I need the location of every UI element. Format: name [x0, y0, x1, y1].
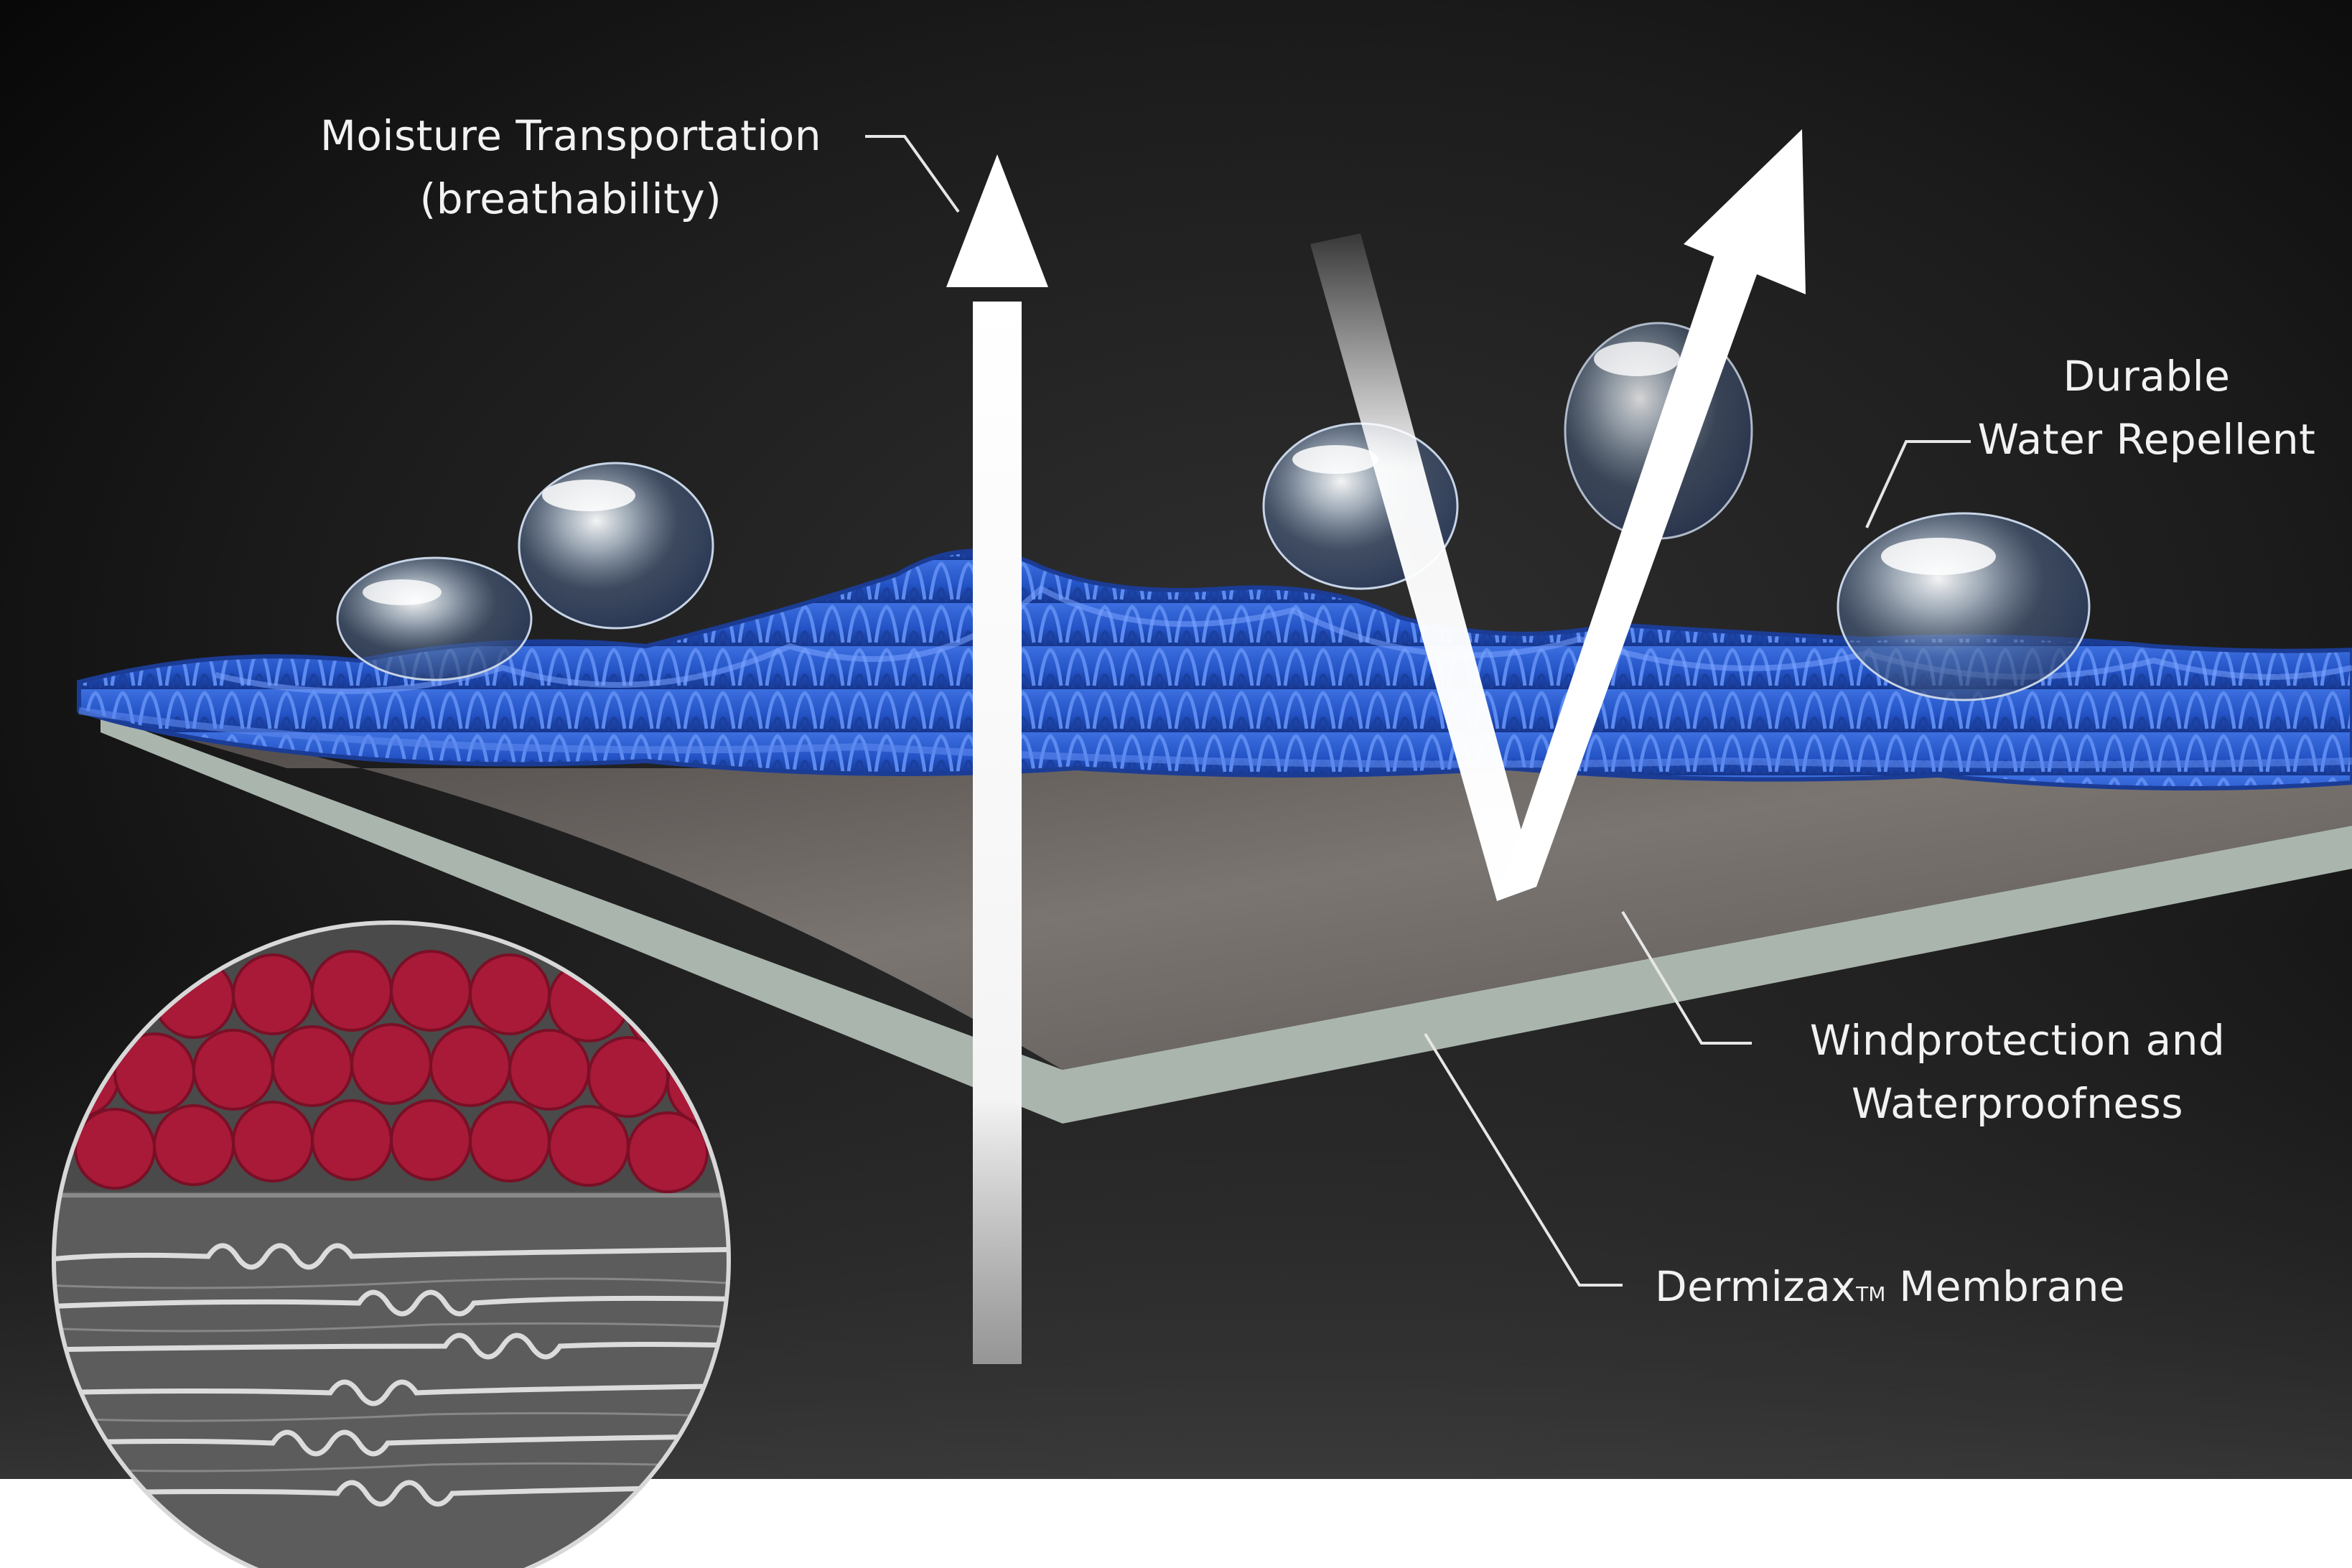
moisture-label-line2: (breathability) [419, 174, 722, 223]
dermizax-membrane-label: DermizaxTM Membrane [1655, 1255, 2125, 1326]
membrane-suffix: Membrane [1885, 1262, 2126, 1311]
moisture-arrow [946, 154, 1048, 1364]
durable-label-line2: Water Repellent [1977, 415, 2316, 464]
membrane-name: Dermizax [1655, 1262, 1857, 1311]
moisture-transportation-label: Moisture Transportation (breathability) [291, 104, 851, 230]
trademark-mark: TM [1856, 1282, 1886, 1306]
leader-lines [865, 135, 1971, 1287]
fabric-layer [77, 549, 2352, 790]
water-droplet [336, 556, 533, 681]
wind-label-line2: Waterproofness [1851, 1079, 2184, 1128]
wind-label-line1: Windprotection and [1809, 1016, 2226, 1065]
moisture-label-line1: Moisture Transportation [319, 111, 822, 160]
repel-arrow [1310, 129, 1806, 901]
durable-water-repellent-label: Durable Water Repellent [1953, 345, 2341, 471]
windprotection-label: Windprotection and Waterproofness [1773, 1009, 2262, 1135]
membrane-surface [101, 714, 2352, 1070]
membrane-cross-section-inset [54, 923, 729, 1568]
durable-label-line1: Durable [2063, 352, 2231, 401]
membrane-edge [101, 714, 2352, 1124]
inset-circle-border [52, 920, 731, 1568]
